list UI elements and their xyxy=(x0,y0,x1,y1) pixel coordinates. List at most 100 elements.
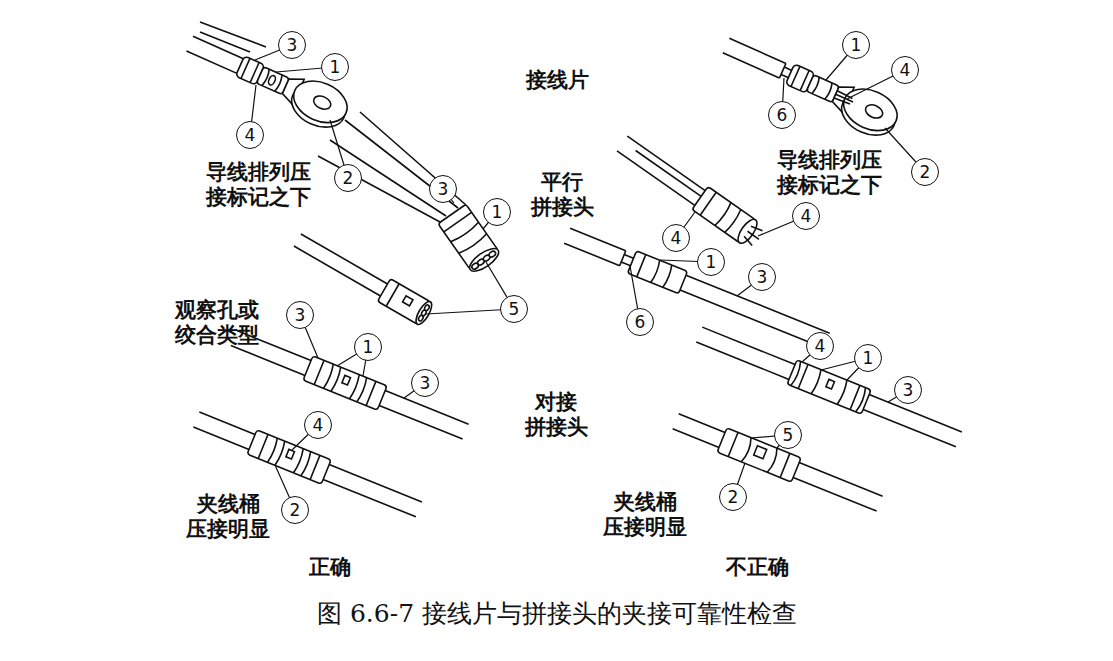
annotation-label: 接线片 xyxy=(526,68,589,93)
butt-splice xyxy=(286,449,295,459)
callout-number: 1 xyxy=(492,204,503,221)
callout-number: 3 xyxy=(287,37,298,54)
parallel-splice xyxy=(466,244,502,275)
parallel-splice xyxy=(378,279,431,325)
leader-line xyxy=(250,45,925,510)
callout-number: 1 xyxy=(706,254,717,271)
callout-circle: 2 xyxy=(334,164,362,192)
ring-terminal xyxy=(187,36,246,74)
callout-number: 5 xyxy=(509,301,520,318)
callout-circle: 3 xyxy=(429,175,457,203)
callout-circle: 3 xyxy=(748,263,776,291)
callout-circle: 1 xyxy=(697,248,725,276)
callout-number: 1 xyxy=(330,59,341,76)
callout-number: 4 xyxy=(900,62,911,79)
parallel-splice xyxy=(563,225,832,352)
butt-splice xyxy=(229,326,471,444)
wire xyxy=(318,112,466,222)
butt-splice xyxy=(741,438,779,474)
callout-number: 1 xyxy=(851,37,862,54)
callout-number: 2 xyxy=(290,502,301,519)
callout-circle: 6 xyxy=(768,101,796,129)
ring-terminal xyxy=(791,66,809,90)
parallel-splice xyxy=(617,136,705,205)
parallel-splice xyxy=(651,260,673,288)
annotation-label: 平行 拼接头 xyxy=(531,170,594,220)
parallel-splice xyxy=(637,255,646,277)
callout-number: 2 xyxy=(343,170,354,187)
callout-circle: 3 xyxy=(894,376,922,404)
annotation-label: 对接 拼接头 xyxy=(525,390,588,440)
wire xyxy=(200,22,266,52)
callout-number: 2 xyxy=(728,489,739,506)
ring-terminal xyxy=(812,77,833,100)
callout-number: 4 xyxy=(245,127,256,144)
butt-splice xyxy=(342,375,351,385)
butt-splice xyxy=(673,414,883,511)
callout-circle: 4 xyxy=(792,202,820,230)
ring-terminal xyxy=(180,26,354,135)
parallel-splice xyxy=(564,228,626,265)
callout-number: 3 xyxy=(903,382,914,399)
butt-splice xyxy=(303,356,387,410)
ring-terminal xyxy=(716,28,903,143)
butt-splice xyxy=(826,379,835,389)
callout-circle: 4 xyxy=(891,56,919,84)
figure-caption: 图 6.6-7 接线片与拼接头的夹接可靠性检查 xyxy=(317,597,797,630)
parallel-splice xyxy=(403,296,413,306)
callout-circle: 3 xyxy=(278,31,306,59)
callout-number: 2 xyxy=(920,164,931,181)
callout-number: 4 xyxy=(801,208,812,225)
parallel-splice xyxy=(715,203,742,234)
butt-splice xyxy=(791,361,867,412)
callout-number: 4 xyxy=(671,230,682,247)
ring-terminal xyxy=(837,81,904,138)
parallel-splice xyxy=(700,192,716,215)
butt-splice xyxy=(798,364,860,409)
parallel-splice xyxy=(294,234,388,296)
callout-number: 6 xyxy=(635,314,646,331)
butt-splice xyxy=(268,438,313,476)
callout-circle: 4 xyxy=(662,224,690,252)
callout-number: 5 xyxy=(783,427,794,444)
callout-circle: 1 xyxy=(483,198,511,226)
annotation-label: 导线排列压 接标记之下 xyxy=(777,148,882,198)
parallel-splice xyxy=(413,299,435,327)
callout-circle: 1 xyxy=(321,53,349,81)
callout-number: 1 xyxy=(863,350,874,367)
callout-circle: 4 xyxy=(806,332,834,360)
ring-terminal xyxy=(287,73,354,130)
callout-number: 3 xyxy=(295,307,306,324)
butt-splice xyxy=(258,434,320,479)
parallel-splice xyxy=(418,315,424,322)
butt-splice xyxy=(696,327,962,447)
parallel-splice xyxy=(438,204,502,275)
parallel-splice xyxy=(614,132,767,251)
annotation-label: 正确 xyxy=(309,555,351,580)
callout-number: 3 xyxy=(438,181,449,198)
ring-terminal xyxy=(312,93,333,111)
callout-circle: 1 xyxy=(854,344,882,372)
callout-circle: 1 xyxy=(354,333,382,361)
ring-terminal xyxy=(863,102,884,120)
butt-splice xyxy=(314,360,376,405)
butt-splice xyxy=(671,409,885,516)
annotation-label: 夹线桶 压接明显 xyxy=(186,492,270,542)
callout-number: 1 xyxy=(363,339,374,356)
wire xyxy=(200,22,266,52)
callout-circle: 2 xyxy=(911,158,939,186)
callout-circle: 5 xyxy=(500,295,528,323)
callout-circle: 6 xyxy=(626,308,654,336)
parallel-splice xyxy=(386,284,399,307)
callout-number: 3 xyxy=(420,375,431,392)
annotation-label: 不正确 xyxy=(726,555,789,580)
butt-splice xyxy=(324,364,369,402)
callout-circle: 2 xyxy=(281,496,309,524)
callout-circle: 3 xyxy=(411,369,439,397)
wire xyxy=(318,112,466,222)
ring-terminal xyxy=(723,38,786,78)
parallel-splice xyxy=(451,222,488,255)
butt-splice xyxy=(231,331,469,439)
